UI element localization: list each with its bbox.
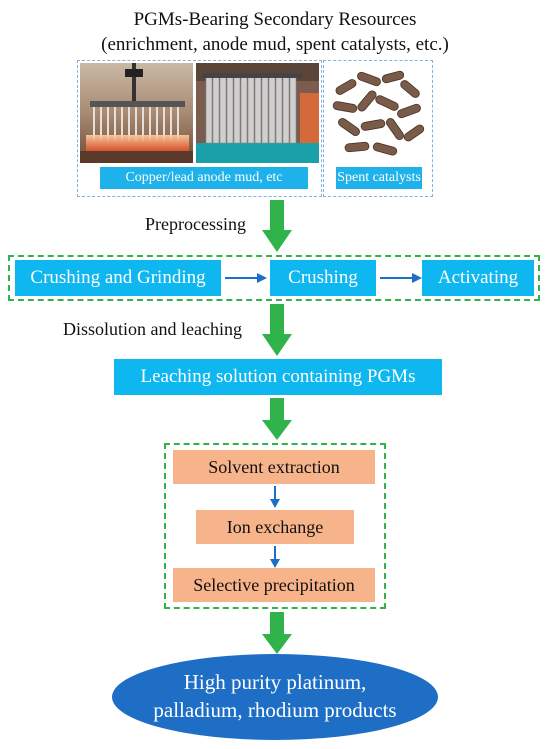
dissolution-leaching-label: Dissolution and leaching [63,319,242,339]
diagram-title-line-1: PGMs-Bearing Secondary Resources [133,9,417,30]
crushing-grinding-box: Crushing and Grinding [15,260,221,296]
preprocessing-group [8,255,540,301]
down-arrow-icon [262,398,292,440]
spent-catalysts-photo [327,63,430,163]
right-arrow-icon [380,273,422,283]
down-arrow-icon [270,486,280,508]
down-arrow-icon [262,304,292,356]
diagram-title-line-2: (enrichment, anode mud, spent catalysts,… [101,34,449,55]
down-arrow-icon [262,612,292,654]
leaching-solution-box: Leaching solution containing PGMs [114,359,442,395]
catalyst-pellets-illustration [327,63,430,163]
separation-group [164,443,386,609]
crushing-box: Crushing [270,260,376,296]
electrolysis-photo [80,63,193,163]
solvent-extraction-box: Solvent extraction [173,450,375,484]
down-arrow-icon [262,200,292,252]
cathode-plates-illustration [196,63,319,163]
ion-exchange-box: Ion exchange [196,510,354,544]
activating-box: Activating [422,260,534,296]
product-line-2: palladium, rhodium products [153,698,397,722]
preprocessing-label: Preprocessing [145,214,246,234]
cathode-plates-photo [196,63,319,163]
selective-precipitation-box: Selective precipitation [173,568,375,602]
right-arrow-icon [225,273,267,283]
down-arrow-icon [270,546,280,568]
anode-mud-caption: Copper/lead anode mud, etc [100,167,308,189]
spent-catalysts-caption: Spent catalysts [336,167,422,189]
spent-catalyst-photo-frame [323,60,433,197]
electrolysis-illustration [80,63,193,163]
anode-mud-photo-frame [77,60,322,197]
final-product-oval: High purity platinum, palladium, rhodium… [112,654,438,740]
product-line-1: High purity platinum, [183,670,367,694]
